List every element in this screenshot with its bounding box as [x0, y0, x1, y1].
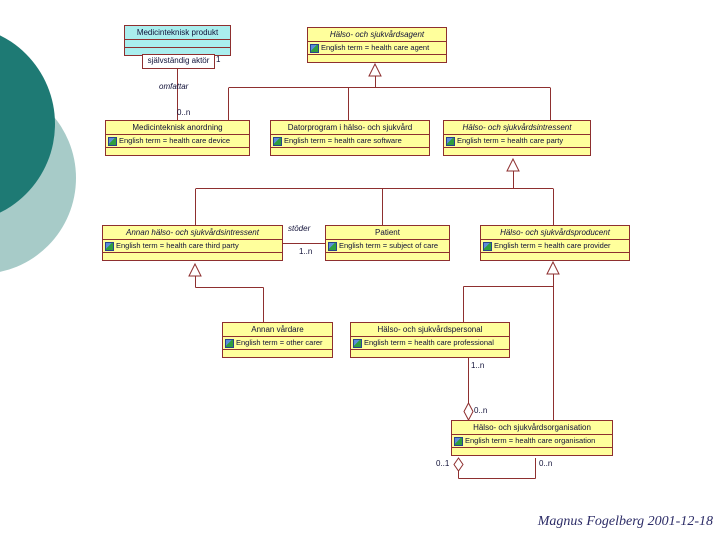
attribute-text: English term = health care software — [284, 136, 402, 145]
attribute-text: English term = health care agent — [321, 43, 430, 52]
class-attribute-row: English term = health care party — [444, 134, 590, 147]
class-box-halso-och-sjukvardsproducent: Hälso- och sjukvårdsproducent English te… — [480, 225, 630, 261]
class-box-annan-halso-och-sjukvardsintressent: Annan hälso- och sjukvårdsintressent Eng… — [102, 225, 283, 261]
attribute-icon — [353, 338, 362, 348]
class-title: Patient — [375, 228, 400, 237]
class-box-halso-och-sjukvardsorganisation: Hälso- och sjukvårdsorganisation English… — [451, 420, 613, 456]
class-box-halso-och-sjukvardspersonal: Hälso- och sjukvårdspersonal English ter… — [350, 322, 510, 358]
multiplicity-label-organisation-self-right: 0..n — [539, 459, 553, 468]
attribute-icon — [273, 136, 282, 146]
connector-intressent-generalization — [195, 171, 554, 225]
class-empty-compartment — [444, 147, 590, 155]
attribute-icon — [454, 436, 463, 446]
author-date-credit: Magnus Fogelberg 2001-12-18 — [537, 514, 713, 529]
class-empty-compartment — [481, 252, 629, 260]
class-empty-compartment — [326, 252, 449, 260]
class-title: Annan hälso- och sjukvårdsintressent — [126, 228, 259, 237]
class-attribute-row: English term = health care device — [106, 134, 249, 147]
attribute-text: English term = subject of care — [339, 241, 439, 250]
class-empty-compartment — [308, 54, 446, 62]
class-empty-compartment — [103, 252, 282, 260]
multiplicity-label-organisation-aggregation: 0..n — [474, 406, 488, 415]
class-title: Hälso- och sjukvårdsagent — [329, 30, 425, 39]
role-name-box-sjalvstandig-aktor: självständig aktör — [142, 54, 215, 69]
multiplicity-label-stoder: 1..n — [299, 247, 313, 256]
generalization-triangle-producent — [546, 260, 560, 275]
class-empty-compartment — [271, 147, 429, 155]
generalization-triangle-agent — [368, 62, 382, 77]
connector-producent-generalization — [463, 274, 554, 420]
class-empty-compartment — [351, 349, 509, 357]
class-attribute-row: English term = health care professional — [351, 336, 509, 349]
class-attribute-row: English term = other carer — [223, 336, 332, 349]
class-box-halso-och-sjukvardsagent: Hälso- och sjukvårdsagent English term =… — [307, 27, 447, 63]
attribute-text: English term = other carer — [236, 338, 323, 347]
class-box-patient: Patient English term = subject of care — [325, 225, 450, 261]
multiplicity-label-produkt: 1 — [216, 55, 221, 64]
attribute-icon — [446, 136, 455, 146]
class-title: Hälso- och sjukvårdsproducent — [500, 228, 610, 237]
attribute-text: English term = health care party — [457, 136, 564, 145]
class-empty-compartment — [125, 47, 230, 55]
attribute-text: English term = health care third party — [116, 241, 239, 250]
class-box-medicinteknisk-anordning: Medicinteknisk anordning English term = … — [105, 120, 250, 156]
class-attribute-row: English term = health care software — [271, 134, 429, 147]
attribute-icon — [328, 241, 337, 251]
class-title: Hälso- och sjukvårdspersonal — [377, 325, 483, 334]
attribute-icon — [310, 43, 319, 53]
class-empty-compartment — [452, 447, 612, 455]
attribute-icon — [105, 241, 114, 251]
class-empty-compartment — [106, 147, 249, 155]
class-title: Medicinteknisk produkt — [136, 28, 219, 37]
association-name-stoder: stöder — [288, 224, 311, 233]
generalization-triangle-intressent — [506, 157, 520, 172]
attribute-icon — [225, 338, 234, 348]
association-name-omfattar: omfattar — [159, 82, 189, 91]
class-attribute-row: English term = health care organisation — [452, 434, 612, 447]
class-box-annan-vardare: Annan vårdare English term = other carer — [222, 322, 333, 358]
attribute-icon — [483, 241, 492, 251]
class-attribute-row: English term = health care provider — [481, 239, 629, 252]
connector-organisation-self-association — [458, 458, 536, 479]
aggregation-diamond-organisation-top — [463, 401, 474, 422]
class-attribute-row: English term = health care third party — [103, 239, 282, 252]
attribute-text: English term = health care device — [119, 136, 231, 145]
connector-agent-generalization — [228, 76, 551, 120]
attribute-icon — [108, 136, 117, 146]
generalization-triangle-annan-intressent — [188, 262, 202, 277]
class-title: Hälso- och sjukvårdsintressent — [462, 123, 572, 132]
class-empty-compartment — [223, 349, 332, 357]
multiplicity-label-anordning: 0..n — [177, 108, 191, 117]
attribute-text: English term = health care organisation — [465, 436, 596, 445]
class-attribute-row: English term = health care agent — [308, 41, 446, 54]
class-box-datorprogram: Datorprogram i hälso- och sjukvård Engli… — [270, 120, 430, 156]
attribute-text: English term = health care professional — [364, 338, 494, 347]
aggregation-diamond-organisation-self — [453, 457, 464, 472]
class-title: Annan vårdare — [251, 325, 304, 334]
class-title: Hälso- och sjukvårdsorganisation — [473, 423, 591, 432]
class-empty-compartment — [125, 39, 230, 47]
connector-annan-generalization — [195, 276, 264, 322]
multiplicity-label-organisation-self-left: 0..1 — [436, 459, 450, 468]
attribute-text: English term = health care provider — [494, 241, 611, 250]
class-title: Medicinteknisk anordning — [132, 123, 223, 132]
class-attribute-row: English term = subject of care — [326, 239, 449, 252]
class-box-medicinteknisk-produkt: Medicinteknisk produkt — [124, 25, 231, 56]
multiplicity-label-personal: 1..n — [471, 361, 485, 370]
class-box-halso-och-sjukvardsintressent: Hälso- och sjukvårdsintressent English t… — [443, 120, 591, 156]
class-title: Datorprogram i hälso- och sjukvård — [287, 123, 413, 132]
